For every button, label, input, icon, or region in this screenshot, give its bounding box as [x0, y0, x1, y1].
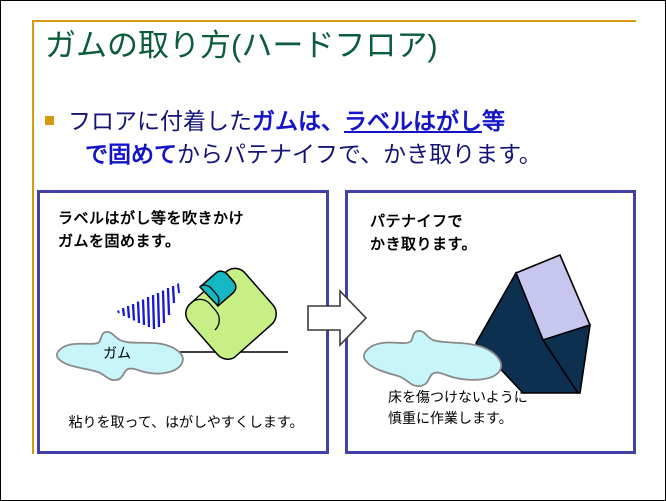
spray-mist-icon: [114, 283, 180, 330]
panel-left-caption: 粘りを取って、はがしやすくします。: [68, 414, 304, 430]
panel-right-heading-line2: かき取ります。: [370, 236, 478, 253]
scraped-gum-shape: [363, 330, 503, 387]
spray-can-on-gum-illustration: ガム: [56, 267, 288, 381]
panel-left-heading-line2: ガムを固めます。: [58, 233, 181, 250]
body-seg-6: からパテナイフで、かき取ります。: [177, 141, 542, 167]
gum-label: ガム: [103, 345, 131, 361]
panel-step-1: ラベルはがし等を吹きかけ ガムを固めます。: [37, 190, 329, 454]
panel-left-heading: ラベルはがし等を吹きかけ ガムを固めます。: [58, 207, 244, 253]
body-seg-3: ラベルはがし: [344, 108, 482, 134]
putty-knife-scraping-gum-illustration: [363, 253, 592, 394]
knife-blade-edge-shape: [541, 323, 591, 394]
right-arrow-icon: [307, 289, 368, 347]
spray-can-icon: [185, 267, 277, 360]
gum-blob-shape: ガム: [56, 331, 184, 381]
panel-right-heading: パテナイフで かき取ります。: [370, 210, 477, 256]
panel-left-heading-line1: ラベルはがし等を吹きかけ: [58, 210, 245, 227]
body-seg-4: 等: [482, 108, 505, 134]
gold-left-rule: [32, 20, 34, 454]
body-line-2: で固めてからパテナイフで、かき取ります。: [85, 138, 651, 171]
panel-right-caption-line1: 床を傷つけないように: [388, 389, 528, 405]
panel-step-2: パテナイフで かき取ります。 床を傷つけないように 慎重に作業します。: [345, 190, 636, 454]
body-seg-1: フロアに付着した: [68, 108, 252, 134]
panel-right-caption-line2: 慎重に作業します。: [388, 410, 513, 426]
panel-right-caption: 床を傷つけないように 慎重に作業します。: [388, 387, 528, 429]
page-title: ガムの取り方(ハードフロア): [45, 28, 438, 63]
body-seg-5: で固めて: [85, 141, 177, 167]
panel-right-heading-line1: パテナイフで: [370, 213, 464, 230]
body-seg-2: ガムは、: [252, 108, 344, 134]
square-bullet-icon: [45, 116, 54, 125]
body-bullet-block: フロアに付着したガムは、ラベルはがし等 で固めてからパテナイフで、かき取ります。: [45, 105, 651, 171]
gold-top-rule: [32, 20, 636, 22]
body-line-1: フロアに付着したガムは、ラベルはがし等: [68, 105, 651, 138]
